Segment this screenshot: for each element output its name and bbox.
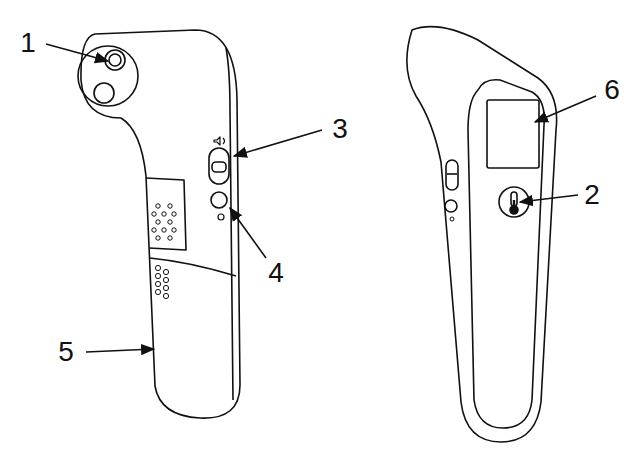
grille-dot bbox=[152, 212, 156, 216]
function-button bbox=[211, 192, 227, 208]
grille-dot bbox=[163, 277, 168, 282]
sensor-lens bbox=[94, 83, 114, 103]
grille-dot bbox=[155, 281, 160, 286]
grille-dot bbox=[152, 228, 156, 232]
callout-number: 5 bbox=[58, 338, 74, 366]
sensor-lens bbox=[105, 50, 125, 70]
body-outline-left bbox=[81, 30, 240, 418]
mode-switch bbox=[209, 148, 229, 184]
grille-dot bbox=[172, 228, 176, 232]
battery-seam bbox=[150, 258, 236, 276]
side-edge-left bbox=[226, 48, 233, 400]
grille-dot bbox=[168, 220, 172, 224]
grille-dot bbox=[155, 265, 160, 270]
callout-number: 1 bbox=[20, 29, 36, 57]
leader-line bbox=[234, 130, 322, 156]
grille-dot bbox=[168, 204, 172, 208]
grille-dot bbox=[156, 204, 160, 208]
grille-dot bbox=[163, 293, 168, 298]
grille-dot bbox=[163, 269, 168, 274]
grille-dot bbox=[168, 236, 172, 240]
grille-dot bbox=[156, 236, 160, 240]
grille-dot bbox=[155, 273, 160, 278]
callout-number: 3 bbox=[332, 115, 348, 143]
leader-line bbox=[46, 44, 108, 61]
callout-number: 2 bbox=[584, 181, 600, 209]
grille-dot bbox=[163, 285, 168, 290]
callout-number: 6 bbox=[604, 76, 620, 104]
grille-dot bbox=[156, 220, 160, 224]
grille-dot bbox=[162, 212, 166, 216]
grille-dot bbox=[155, 289, 160, 294]
grille-dot bbox=[162, 228, 166, 232]
function-button-side bbox=[445, 200, 457, 212]
callout-number: 4 bbox=[268, 259, 284, 287]
grille-dot bbox=[172, 212, 176, 216]
leader-line bbox=[86, 349, 154, 352]
mode-switch-side bbox=[446, 160, 458, 190]
display-screen bbox=[487, 100, 539, 168]
leader-line bbox=[230, 208, 266, 258]
body-outline-right bbox=[407, 27, 557, 442]
leader-line bbox=[520, 195, 578, 202]
front-face-border bbox=[468, 80, 544, 428]
speaker-panel bbox=[146, 178, 186, 250]
leader-line bbox=[535, 96, 596, 122]
